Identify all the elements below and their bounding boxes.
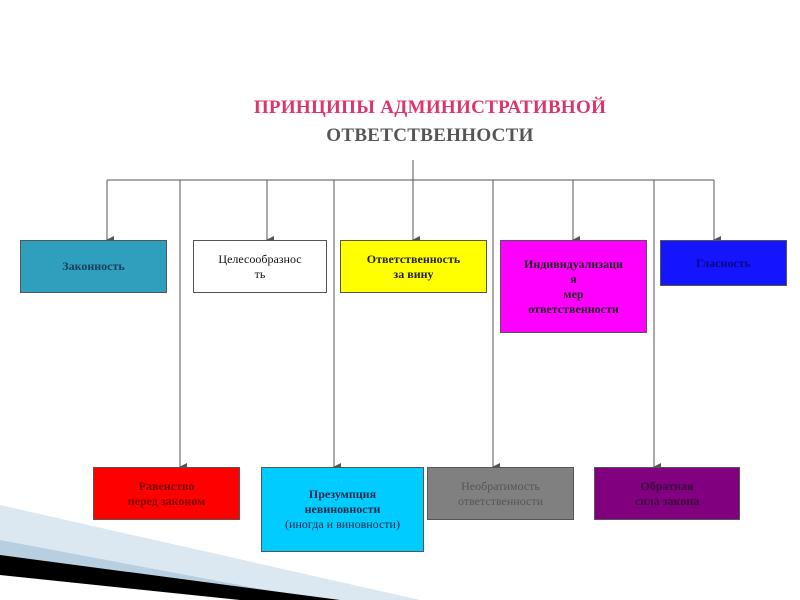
box-label: перед законом	[127, 493, 206, 508]
title-line-1: ПРИНЦИПЫ АДМИНИСТРАТИВНОЙ	[253, 97, 607, 118]
box-glasnost: Гласность	[660, 240, 787, 286]
box-label: ответственности	[528, 301, 619, 316]
box-zakonnost: Законность	[20, 240, 167, 293]
box-label: сила закона	[634, 493, 700, 508]
decor-stripe-white	[0, 575, 240, 600]
box-label: за вину	[393, 266, 434, 281]
box-label: ответственности	[457, 493, 544, 508]
box-label: Необратимость	[461, 478, 540, 493]
box-label: Целесообразнос	[218, 251, 302, 266]
box-label: (иногда и виновности)	[285, 517, 400, 531]
box-celesoobraznost: Целесообразнос ть	[193, 240, 327, 293]
title-line-2: ОТВЕТСТВЕННОСТИ	[326, 125, 534, 146]
box-label: Обратная	[640, 478, 694, 493]
box-otvetstvennost-za-vinu: Ответственность за вину	[340, 240, 487, 293]
box-label: Индивидуализаци	[524, 256, 623, 271]
box-obratnaya-sila: Обратная сила закона	[594, 467, 740, 520]
box-label: Ответственность	[366, 251, 461, 266]
box-label: ть	[254, 266, 266, 281]
diagram-title: ПРИНЦИПЫ АДМИНИСТРАТИВНОЙ ОТВЕТСТВЕННОСТ…	[200, 94, 660, 150]
box-label: я	[570, 271, 577, 286]
box-label: Равенство	[138, 478, 195, 493]
box-label: Законность	[62, 259, 125, 273]
box-prezumpciya: Презумпция невиновности (иногда и виновн…	[261, 467, 424, 552]
box-label: Гласность	[696, 255, 751, 270]
box-neobratimost: Необратимость ответственности	[427, 467, 574, 520]
box-label: Презумпция	[308, 487, 377, 501]
box-label: мер	[563, 286, 584, 301]
box-ravenstvo: Равенство перед законом	[93, 467, 240, 520]
box-label: невиновности	[304, 502, 381, 516]
box-individualizaciya: Индивидуализаци я мер ответственности	[500, 240, 647, 333]
